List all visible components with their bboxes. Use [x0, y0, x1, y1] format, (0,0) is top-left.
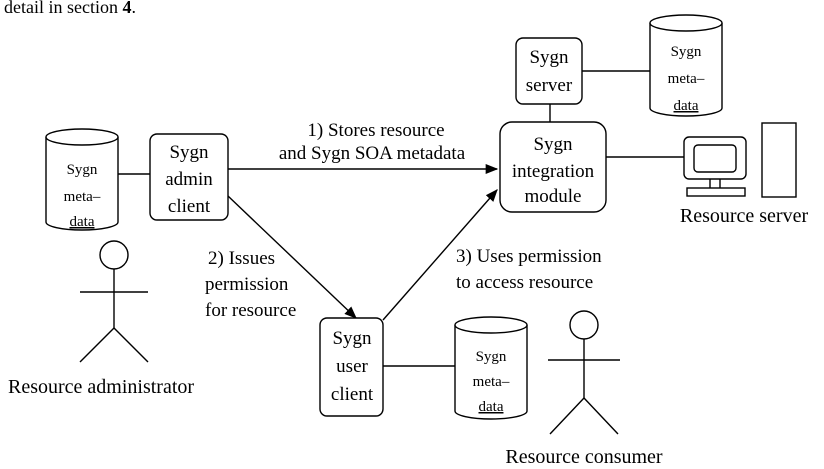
- resource-administrator-figure-icon: [79, 240, 149, 363]
- svg-text:server: server: [526, 75, 573, 96]
- resource-administrator-caption: Resource administrator: [8, 376, 194, 398]
- svg-text:Sygn: Sygn: [529, 47, 569, 68]
- label-uses-line1: 3) Uses permission: [456, 246, 602, 267]
- svg-text:integration: integration: [512, 161, 595, 182]
- sygn-user-client-box: Sygn user client: [319, 317, 384, 417]
- resource-server-computer-icon: [683, 122, 797, 198]
- svg-text:Sygn: Sygn: [67, 162, 98, 178]
- resource-consumer-caption: Resource consumer: [505, 446, 663, 468]
- label-stores-line1: 1) Stores resource: [307, 120, 444, 141]
- svg-text:Sygn: Sygn: [332, 328, 372, 349]
- svg-text:Sygn: Sygn: [671, 44, 702, 60]
- resource-consumer-figure-icon: [548, 310, 620, 435]
- sygn-admin-client-box: Sygn admin client: [149, 133, 229, 221]
- sygn-server-box: Sygn server: [515, 37, 583, 105]
- label-issues-line1: 2) Issues: [208, 248, 275, 269]
- svg-text:user: user: [336, 356, 368, 377]
- svg-text:module: module: [525, 186, 582, 207]
- svg-text:client: client: [168, 196, 211, 217]
- label-issues-line2: permission: [205, 274, 289, 295]
- svg-text:Sygn: Sygn: [476, 349, 507, 365]
- svg-text:data: data: [70, 214, 95, 230]
- label-issues-line3: for resource: [205, 300, 296, 321]
- svg-text:admin: admin: [165, 169, 213, 190]
- svg-text:client: client: [331, 384, 374, 405]
- svg-text:meta–: meta–: [473, 374, 510, 390]
- svg-text:meta–: meta–: [64, 189, 101, 205]
- header-fragment: detail in section 4.: [4, 0, 136, 17]
- svg-text:data: data: [674, 98, 699, 114]
- sygn-integration-module-box: Sygn integration module: [499, 121, 607, 213]
- svg-text:Sygn: Sygn: [533, 134, 573, 155]
- svg-text:Sygn: Sygn: [169, 142, 209, 163]
- arrow-uses: [382, 189, 498, 321]
- arrow-issues: [227, 195, 357, 319]
- label-uses-line2: to access resource: [456, 272, 593, 293]
- metadata-database-user: Sygn meta– data: [454, 316, 528, 420]
- svg-text:data: data: [479, 399, 504, 415]
- label-stores-line2: and Sygn SOA metadata: [279, 143, 466, 164]
- svg-text:meta–: meta–: [668, 71, 705, 87]
- metadata-database-admin: Sygn meta– data: [45, 128, 119, 231]
- metadata-database-top: Sygn meta– data: [649, 14, 723, 117]
- resource-server-caption: Resource server: [680, 205, 809, 227]
